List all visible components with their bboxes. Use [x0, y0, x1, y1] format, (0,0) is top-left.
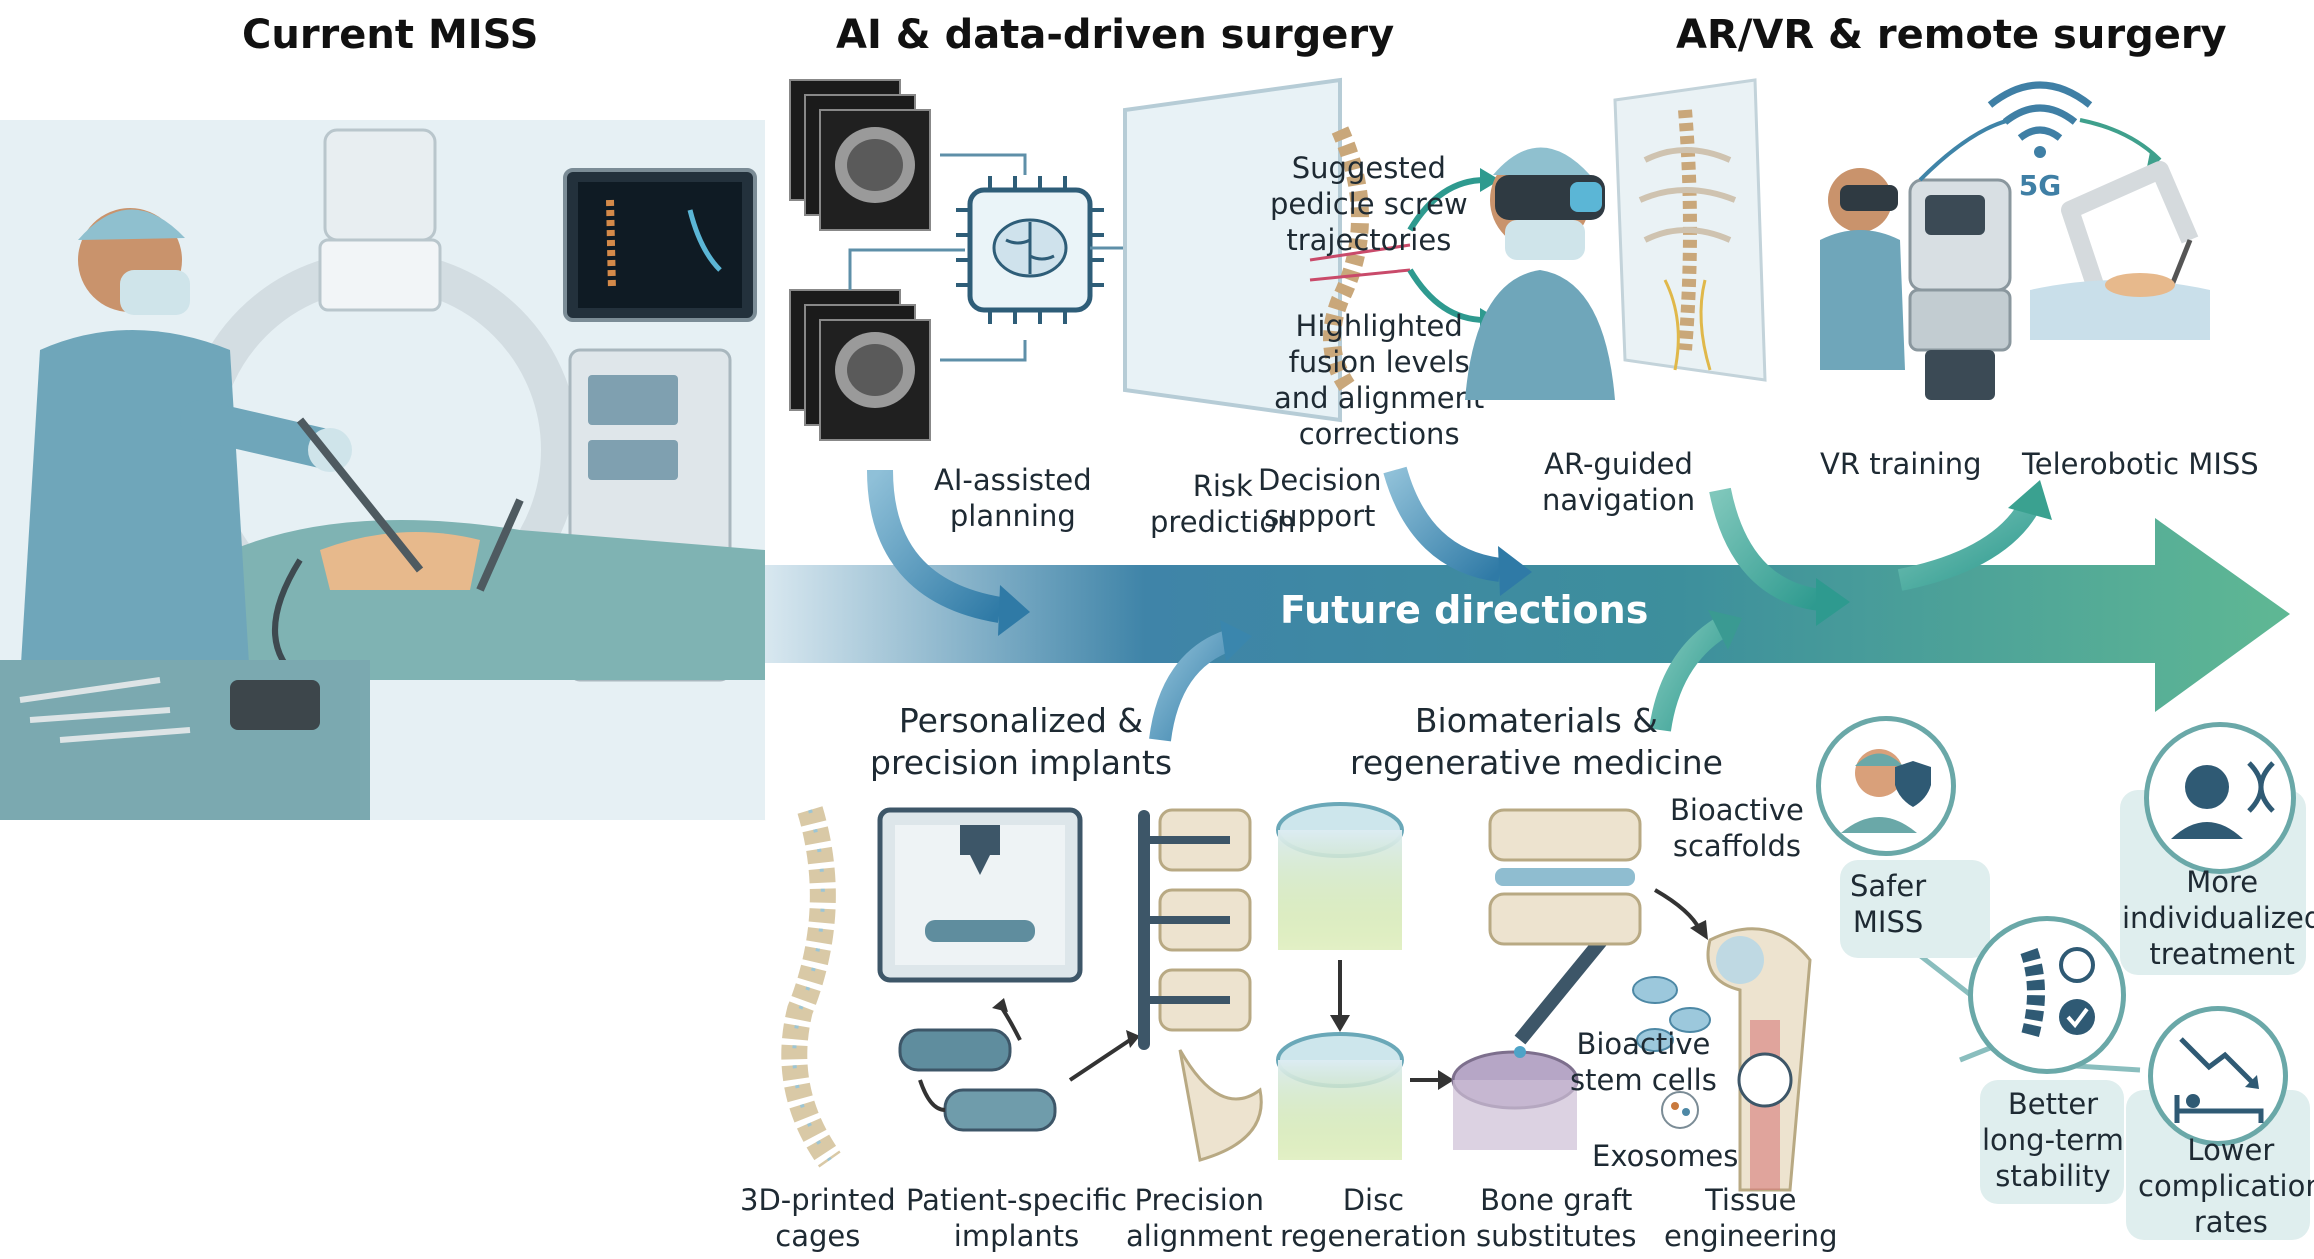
spine-stability-icon: [2020, 948, 2045, 1042]
robot-arm: [2061, 161, 2199, 303]
5g-badge: 5G: [2019, 169, 2061, 202]
dna-icon: [2247, 761, 2275, 813]
3d-printer-icon: [877, 807, 1083, 983]
check-icon: [2059, 999, 2095, 1035]
person-icon: [2185, 765, 2229, 809]
complication-circle: [2148, 1006, 2288, 1146]
exosomes-icon: [1661, 1091, 1699, 1129]
heading-arvr-surgery: AR/VR & remote surgery: [1676, 12, 2227, 58]
shield-icon: [1895, 761, 1931, 807]
biomaterials-illustration: [1276, 802, 1812, 1192]
label-vr-training: VR training: [1820, 447, 1982, 481]
operating-room-illustration: [0, 120, 765, 820]
banner-label: Future directions: [1280, 588, 1649, 632]
patient-specific-cage-icon: [898, 1028, 1057, 1132]
mri-stack-bottom: [789, 289, 931, 441]
stability-circle: [1968, 916, 2126, 1074]
implants-illustration: [781, 806, 1263, 1168]
individualized-circle: [2144, 722, 2296, 874]
label-telerobotic-miss: Telerobotic MISS: [2022, 447, 2259, 481]
syringe-icon: [1514, 925, 1616, 1045]
ai-chip-icon: [956, 176, 1104, 324]
mri-stack-top: [789, 79, 931, 231]
telerobotic-illustration: 5G: [1918, 81, 2210, 340]
ar-navigation-illustration: [1465, 78, 1767, 400]
trend-down-icon: [2179, 1037, 2255, 1085]
ai-planning-illustration: [789, 77, 1500, 441]
safer-miss-circle: [1816, 716, 1956, 856]
disc-regeneration-icon: [1276, 802, 1404, 1160]
bone-graft-icon: [1451, 903, 1633, 1150]
spine-planning-screen: [1123, 77, 1411, 423]
label-exosomes: Exosomes: [1592, 1139, 1739, 1173]
bed-icon: [2174, 1095, 2264, 1123]
heading-current-miss: Current MISS: [242, 12, 539, 58]
panel-stability: [1980, 1080, 2124, 1204]
precision-alignment-icon: [1138, 808, 1263, 1162]
panel-safer: [1840, 860, 1990, 958]
spine-column-icon: [781, 806, 841, 1168]
5g-wifi-icon: 5G: [1987, 81, 2093, 202]
stopwatch-icon: [2059, 947, 2095, 983]
heading-ai-surgery: AI & data-driven surgery: [836, 12, 1395, 58]
tissue-engineering-icon: [1706, 927, 1812, 1192]
vr-trainee-headset: [1840, 185, 1898, 211]
vertebrae-scaffold-icon: [1488, 808, 1642, 946]
heading-implants: Personalized &precision implants: [870, 701, 1173, 782]
stem-cells-icon: [1632, 976, 1711, 1052]
heading-biomaterials: Biomaterials &regenerative medicine: [1350, 701, 1723, 782]
vr-training-illustration: [1820, 168, 2012, 400]
